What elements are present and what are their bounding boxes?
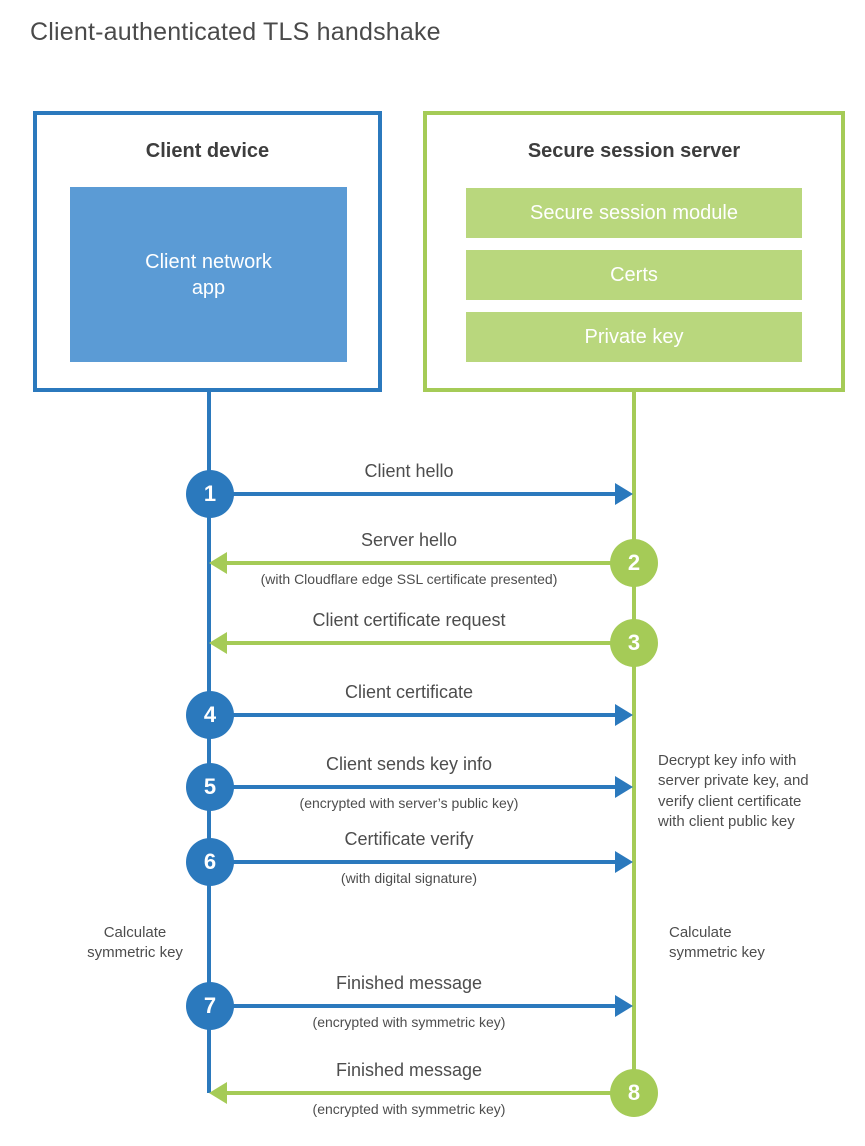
step-2-arrow (227, 561, 632, 565)
server-module-certs: Certs (466, 250, 802, 300)
step-7-label: Finished message (335, 973, 483, 993)
step-7-arrowhead-icon (615, 995, 633, 1017)
step-4-label: Client certificate (344, 682, 474, 702)
client-lifeline (207, 392, 211, 1093)
server-module-private-key: Private key (466, 312, 802, 362)
step-5-arrow (210, 785, 616, 789)
client-calculate-note: Calculate symmetric key (87, 924, 183, 962)
step-4-arrow (210, 713, 616, 717)
step-3-label: Client certificate request (312, 610, 506, 630)
step-1-label: Client hello (364, 461, 454, 481)
client-network-app-box: Client network app (70, 187, 347, 362)
step-2-badge: 2 (610, 539, 658, 587)
client-device-box: Client device Client network app (33, 111, 382, 392)
step-3-arrow (227, 641, 632, 645)
server-calculate-note: Calculate symmetric key (669, 924, 765, 962)
step-8-label: Finished message (335, 1060, 483, 1080)
page-title: Client-authenticated TLS handshake (30, 18, 441, 46)
step-5-badge: 5 (186, 763, 234, 811)
step-1-badge: 1 (186, 470, 234, 518)
secure-session-server-title: Secure session server (527, 140, 741, 162)
server-decrypt-note: Decrypt key info with server private key… (658, 752, 809, 830)
step-8-arrowhead-icon (209, 1082, 227, 1104)
step-6-badge: 6 (186, 838, 234, 886)
step-7-arrow (210, 1004, 616, 1008)
step-6-arrow (210, 860, 616, 864)
step-7-badge: 7 (186, 982, 234, 1030)
step-3-arrowhead-icon (209, 632, 227, 654)
step-2-label: Server hello (360, 530, 458, 550)
step-2-sublabel: (with Cloudflare edge SSL certificate pr… (260, 571, 558, 587)
step-5-sublabel: (encrypted with server’s public key) (299, 795, 519, 811)
step-4-badge: 4 (186, 691, 234, 739)
secure-session-server-box: Secure session server Secure session mod… (423, 111, 845, 392)
step-6-arrowhead-icon (615, 851, 633, 873)
step-1-arrowhead-icon (615, 483, 633, 505)
server-module-secure-session: Secure session module (466, 188, 802, 238)
client-device-title: Client device (145, 140, 270, 162)
step-8-badge: 8 (610, 1069, 658, 1117)
step-6-label: Certificate verify (344, 829, 474, 849)
step-8-arrow (227, 1091, 632, 1095)
step-5-arrowhead-icon (615, 776, 633, 798)
step-8-sublabel: (encrypted with symmetric key) (312, 1101, 506, 1117)
step-2-arrowhead-icon (209, 552, 227, 574)
server-lifeline (632, 392, 636, 1093)
step-1-arrow (210, 492, 616, 496)
step-5-label: Client sends key info (325, 754, 493, 774)
step-7-sublabel: (encrypted with symmetric key) (312, 1014, 506, 1030)
step-4-arrowhead-icon (615, 704, 633, 726)
step-3-badge: 3 (610, 619, 658, 667)
step-6-sublabel: (with digital signature) (340, 870, 478, 886)
